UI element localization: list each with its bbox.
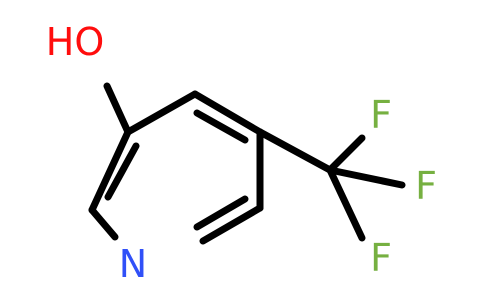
atom-labels: HO N F F F	[46, 20, 437, 286]
bond-c2-c3-inner	[104, 142, 140, 201]
bond-c-f-bottom	[326, 166, 366, 242]
bond-c4-c5-inner	[193, 109, 249, 144]
bond-c4-c5	[191, 90, 264, 136]
bonds	[88, 82, 406, 245]
hydroxyl-label: HO	[46, 20, 104, 64]
bond-c3-o	[103, 82, 132, 136]
nitrogen-label: N	[119, 242, 147, 286]
bond-c2-c3	[88, 128, 132, 214]
fluorine-bottom-label: F	[370, 236, 392, 280]
fluorine-top-label: F	[370, 93, 392, 137]
bond-c5-cf3	[256, 128, 334, 174]
bond-c6-n1	[199, 204, 264, 245]
bond-c6-n1-inner	[193, 195, 249, 231]
fluorine-middle-label: F	[415, 164, 437, 208]
bond-c3-c4	[124, 90, 199, 136]
bond-c-f-top	[326, 134, 366, 174]
bond-n1-c2	[88, 206, 119, 241]
bond-c-f-middle	[326, 166, 406, 189]
